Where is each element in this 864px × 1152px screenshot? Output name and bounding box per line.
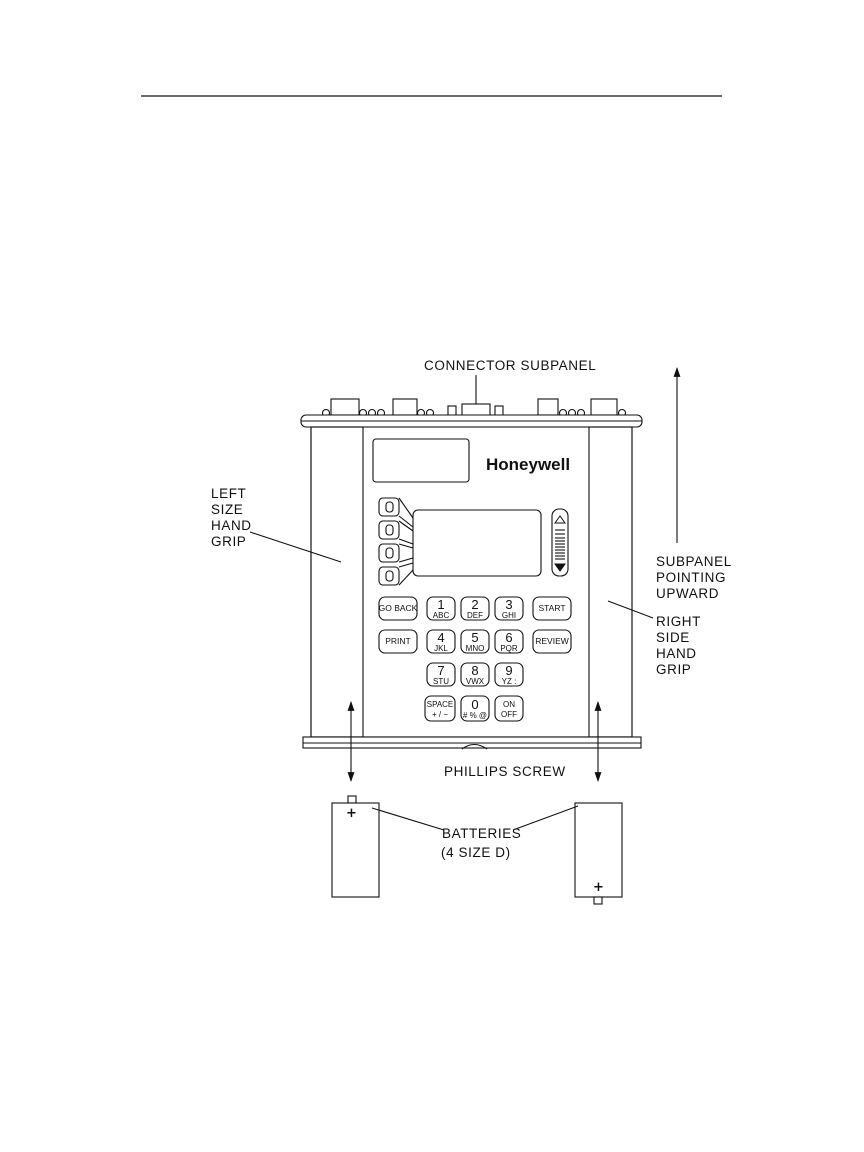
key-9-number: 9 xyxy=(505,663,512,678)
batteries-label-line-1: BATTERIES xyxy=(442,826,521,841)
left-grip-label-line-4: GRIP xyxy=(211,534,246,549)
key-4-number: 4 xyxy=(437,630,444,645)
phillips-screw-label: PHILLIPS SCREW xyxy=(444,764,566,779)
key-8-letters: VWX xyxy=(466,677,485,686)
key-9-letters: YZ : xyxy=(502,677,517,686)
subpanel-label-line-1: SUBPANEL xyxy=(656,554,732,569)
key-0-symbols: # % @ xyxy=(463,711,487,720)
key-2-number: 2 xyxy=(471,597,478,612)
key-3-number: 3 xyxy=(505,597,512,612)
left-battery-plus: + xyxy=(346,806,357,821)
batteries-leader-left xyxy=(372,808,444,830)
key-0-number: 0 xyxy=(471,697,478,712)
space-key-label: SPACE xyxy=(427,700,454,709)
right-grip-label-line-2: SIDE xyxy=(656,630,690,645)
key-1-letters: ABC xyxy=(433,611,450,620)
key-6-letters: PQR xyxy=(500,644,518,653)
subpanel-label-line-3: UPWARD xyxy=(656,586,719,601)
key-8-number: 8 xyxy=(471,663,478,678)
brand-logo: Honeywell xyxy=(486,455,570,474)
go-back-key-label: GO BACK xyxy=(379,603,418,613)
right-grip-label-line-3: HAND xyxy=(656,646,697,661)
key-6-number: 6 xyxy=(505,630,512,645)
print-key-label: PRINT xyxy=(385,636,411,646)
key-3-letters: GHI xyxy=(502,611,516,620)
key-1-number: 1 xyxy=(437,597,444,612)
key-2-letters: DEF xyxy=(467,611,483,620)
connector-subpanel-label: CONNECTOR SUBPANEL xyxy=(424,358,596,373)
key-4-letters: JKL xyxy=(434,644,448,653)
start-key-label: START xyxy=(538,603,565,613)
left-grip-label-line-3: HAND xyxy=(211,518,252,533)
key-7-number: 7 xyxy=(437,663,444,678)
space-key-symbols: + / − xyxy=(432,710,448,719)
key-7-letters: STU xyxy=(433,677,449,686)
left-grip-label-line-1: LEFT xyxy=(211,486,246,501)
key-5-letters: MNO xyxy=(466,644,485,653)
right-grip-label-line-4: GRIP xyxy=(656,662,691,677)
left-grip-label-line-2: SIZE xyxy=(211,502,243,517)
right-battery-plus: + xyxy=(593,880,604,895)
key-5-number: 5 xyxy=(471,630,478,645)
top-connectors xyxy=(323,399,626,417)
review-key-label: REVIEW xyxy=(535,636,569,646)
on-off-key-on: ON xyxy=(503,700,515,709)
batteries-leader-right xyxy=(513,806,578,830)
batteries-label-line-2: (4 SIZE D) xyxy=(441,845,511,860)
right-grip-label-line-1: RIGHT xyxy=(656,614,701,629)
device-body xyxy=(311,427,632,737)
subpanel-label-line-2: POINTING xyxy=(656,570,726,585)
on-off-key-off: OFF xyxy=(501,710,517,719)
